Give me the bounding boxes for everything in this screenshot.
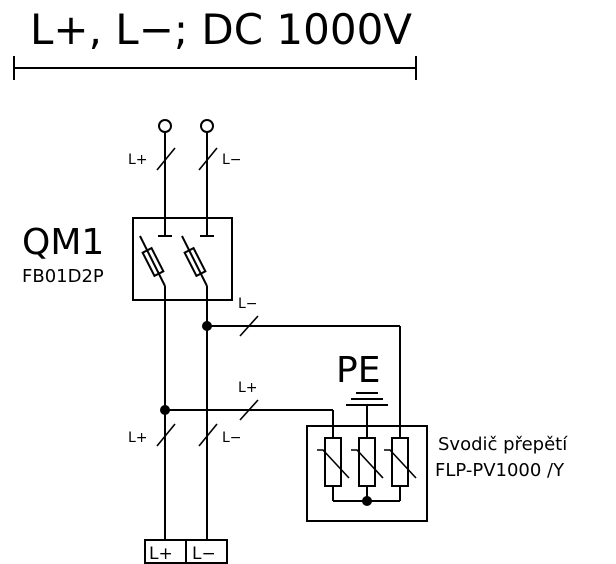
- varistor-icon: [351, 437, 384, 487]
- varistor-icon: [384, 437, 417, 487]
- conductor-tick: [198, 147, 218, 171]
- fuse-icon: [141, 246, 165, 278]
- arrester-label-line1: Svodič přepětí: [438, 434, 568, 455]
- ground-icon: [346, 392, 388, 438]
- terminal-circle-icon: [200, 119, 214, 133]
- terminal-label-neg: L−: [192, 544, 216, 564]
- breaker-box: [132, 217, 233, 301]
- breaker-model: FB01D2P: [22, 266, 104, 287]
- terminal-block-neg: [185, 539, 228, 564]
- terminal-circle-icon: [158, 119, 172, 133]
- conductor-tick: [239, 315, 259, 337]
- fuse-icon: [183, 246, 207, 278]
- junction-dot-icon: [362, 496, 372, 506]
- conductor-tick: [156, 423, 176, 447]
- wire-label-mid-pos: L+: [238, 380, 258, 396]
- conductor-tick: [239, 399, 259, 421]
- wire-label-bottom-neg: L−: [222, 430, 242, 446]
- bus-bracket-icon: [13, 56, 417, 80]
- arrester-label-line2: FLP-PV1000 /Y: [435, 460, 565, 481]
- pe-label: PE: [336, 350, 380, 391]
- wire-label-mid-neg: L−: [238, 296, 258, 312]
- breaker-name: QM1: [22, 222, 104, 263]
- terminal-label-pos: L+: [149, 544, 173, 564]
- conductor-tick: [156, 147, 176, 171]
- varistor-icon: [317, 437, 350, 487]
- breaker-internals: [139, 218, 214, 300]
- wire-label-top-neg: L−: [222, 152, 242, 168]
- surge-arrester-box: [306, 425, 428, 522]
- wire-label-bottom-pos: L+: [128, 430, 148, 446]
- diagram-title: L+, L−; DC 1000V: [30, 5, 412, 54]
- wire-label-top-pos: L+: [128, 152, 148, 168]
- conductor-tick: [198, 423, 218, 447]
